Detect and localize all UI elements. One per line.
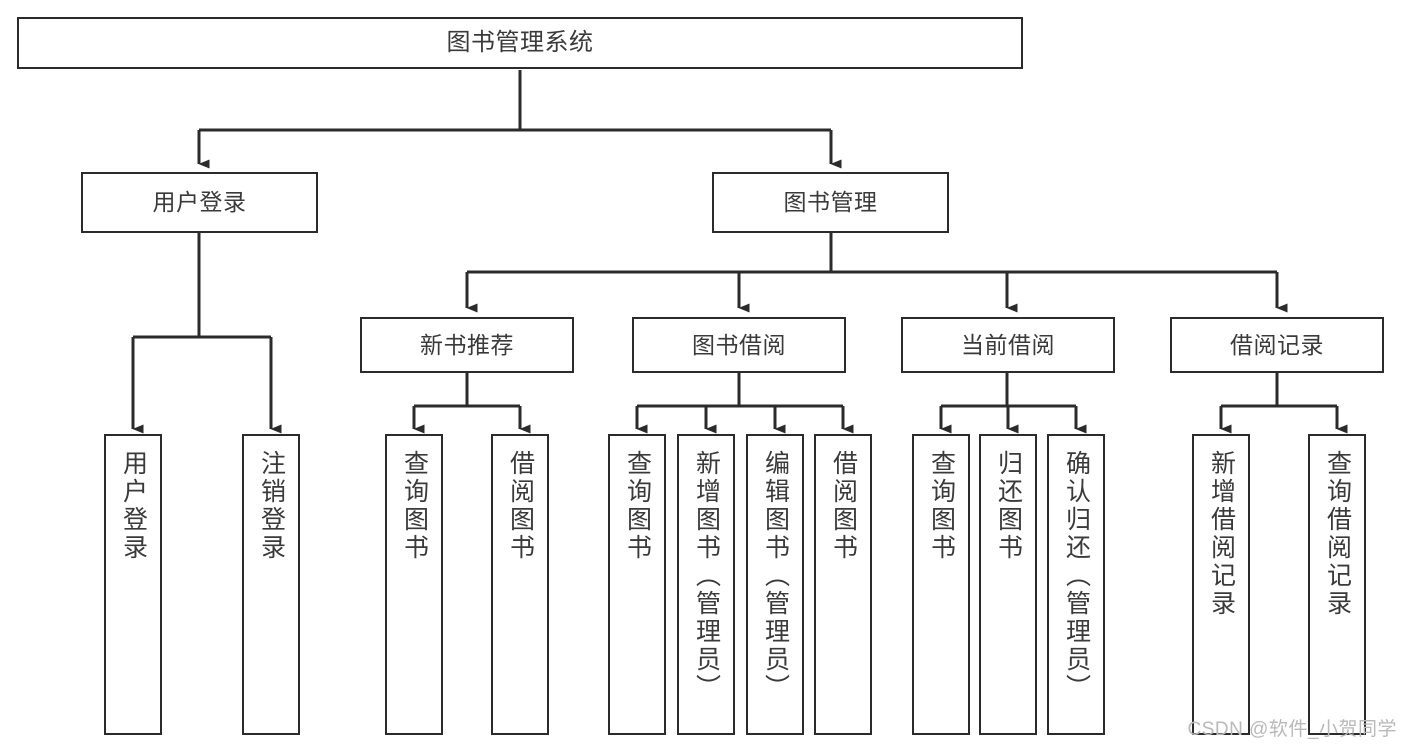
leaf-query-record[interactable]: 查询借阅记录	[1308, 434, 1366, 735]
node-borrow-record[interactable]: 借阅记录	[1170, 317, 1384, 373]
node-new-book-recommend-label: 新书推荐	[420, 331, 514, 358]
node-book-borrow[interactable]: 图书借阅	[632, 317, 846, 373]
node-root-label: 图书管理系统	[446, 29, 594, 57]
leaf-logout-login[interactable]: 注销登录	[242, 434, 300, 735]
leaf-add-record[interactable]: 新增借阅记录	[1192, 434, 1250, 735]
leaf-query-book-2-label: 查询图书	[623, 450, 652, 562]
leaf-add-book[interactable]: 新增图书（管理员）	[677, 434, 735, 735]
leaf-query-book-3[interactable]: 查询图书	[912, 434, 970, 735]
leaf-return-book[interactable]: 归还图书	[979, 434, 1037, 735]
leaf-borrow-book-1[interactable]: 借阅图书	[491, 434, 549, 735]
node-root[interactable]: 图书管理系统	[17, 17, 1023, 69]
leaf-confirm-return[interactable]: 确认归还（管理员）	[1047, 434, 1105, 735]
leaf-query-book-3-label: 查询图书	[927, 450, 956, 562]
leaf-add-record-label: 新增借阅记录	[1207, 450, 1236, 618]
node-current-borrow[interactable]: 当前借阅	[901, 317, 1115, 373]
leaf-user-login[interactable]: 用户登录	[104, 434, 162, 735]
node-user-login[interactable]: 用户登录	[81, 172, 318, 233]
leaf-query-book-1[interactable]: 查询图书	[385, 434, 443, 735]
leaf-borrow-book-2-label: 借阅图书	[829, 450, 858, 562]
leaf-logout-login-label: 注销登录	[257, 450, 286, 562]
leaf-edit-book-label: 编辑图书（管理员）	[761, 450, 790, 702]
leaf-edit-book[interactable]: 编辑图书（管理员）	[746, 434, 804, 735]
leaf-confirm-return-label: 确认归还（管理员）	[1062, 450, 1091, 702]
leaf-query-book-1-label: 查询图书	[400, 450, 429, 562]
node-user-login-label: 用户登录	[152, 189, 247, 216]
leaf-return-book-label: 归还图书	[994, 450, 1023, 562]
leaf-add-book-label: 新增图书（管理员）	[692, 450, 721, 702]
leaf-query-record-label: 查询借阅记录	[1323, 450, 1352, 618]
node-current-borrow-label: 当前借阅	[961, 331, 1055, 358]
leaf-borrow-book-2[interactable]: 借阅图书	[814, 434, 872, 735]
node-book-manage-label: 图书管理	[783, 189, 878, 216]
node-borrow-record-label: 借阅记录	[1230, 331, 1324, 358]
node-book-borrow-label: 图书借阅	[692, 331, 786, 358]
leaf-borrow-book-1-label: 借阅图书	[506, 450, 535, 562]
leaf-user-login-label: 用户登录	[119, 450, 148, 562]
node-book-manage[interactable]: 图书管理	[712, 172, 949, 233]
leaf-query-book-2[interactable]: 查询图书	[608, 434, 666, 735]
node-new-book-recommend[interactable]: 新书推荐	[360, 317, 574, 373]
